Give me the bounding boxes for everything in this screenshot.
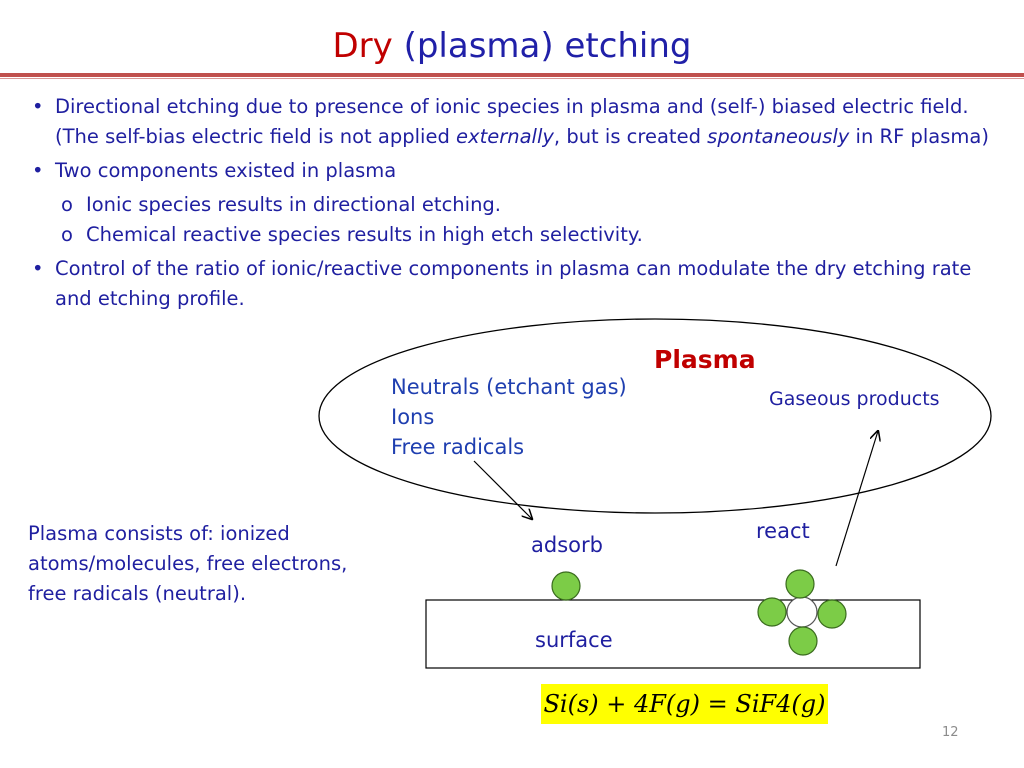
title-accent: Dry (332, 26, 393, 66)
species-ions: Ions (391, 405, 435, 429)
bullet-text: in RF plasma) (849, 125, 989, 148)
sub-bullet-ionic: o Ionic species results in directional e… (28, 190, 998, 220)
emphasis-spontaneously: spontaneously (707, 125, 850, 148)
bullet-text: Directional etching due to presence of i… (55, 95, 969, 148)
bullet-marker: • (32, 95, 44, 118)
adsorb-label: adsorb (531, 533, 603, 557)
desorb-arrow (835, 431, 878, 567)
slide-title: Dry (plasma) etching (0, 24, 1024, 68)
fluorine-atom-right (817, 599, 847, 629)
bullet-text: Two components existed in plasma (55, 159, 397, 182)
bullet-two-components: • Two components existed in plasma (28, 156, 998, 186)
emphasis-externally: externally (456, 125, 554, 148)
bullet-list: • Directional etching due to presence of… (28, 92, 998, 318)
fluorine-atom-top (785, 569, 815, 599)
adsorb-arrow (473, 460, 532, 519)
sub-bullet-chemical: o Chemical reactive species results in h… (28, 220, 998, 250)
bullet-text: , but is created (553, 125, 708, 148)
bullet-text: Control of the ratio of ionic/reactive c… (55, 257, 972, 310)
sub-bullet-marker: o (61, 223, 73, 246)
silicon-atom (786, 596, 818, 628)
plasma-consists-text: Plasma consists of: ionized atoms/molecu… (28, 522, 348, 605)
sub-bullet-text: Chemical reactive species results in hig… (86, 223, 643, 246)
title-divider (0, 73, 1024, 77)
page-number: 12 (942, 725, 959, 740)
plasma-ellipse (318, 318, 992, 514)
species-free-radicals: Free radicals (391, 435, 525, 459)
bullet-marker: • (32, 159, 44, 182)
title-rest: (plasma) etching (392, 26, 692, 66)
gaseous-products-label: Gaseous products (769, 388, 940, 410)
bullet-directional: • Directional etching due to presence of… (28, 92, 998, 152)
adsorbed-molecule (551, 571, 581, 601)
plasma-label: Plasma (654, 345, 756, 374)
react-label: react (756, 519, 810, 543)
fluorine-atom-left (757, 597, 787, 627)
title-divider-thin (0, 78, 1024, 79)
sub-bullet-text: Ionic species results in directional etc… (86, 193, 502, 216)
etch-equation: Si(s) + 4F(g) = SiF4(g) (541, 684, 828, 724)
species-neutrals: Neutrals (etchant gas) (391, 375, 627, 399)
bullet-ratio-control: • Control of the ratio of ionic/reactive… (28, 254, 998, 314)
bullet-marker: • (32, 257, 44, 280)
surface-label: surface (535, 628, 613, 652)
fluorine-atom-bottom (788, 626, 818, 656)
plasma-species-list: Neutrals (etchant gas) Ions Free radical… (391, 372, 627, 462)
sub-bullet-marker: o (61, 193, 73, 216)
